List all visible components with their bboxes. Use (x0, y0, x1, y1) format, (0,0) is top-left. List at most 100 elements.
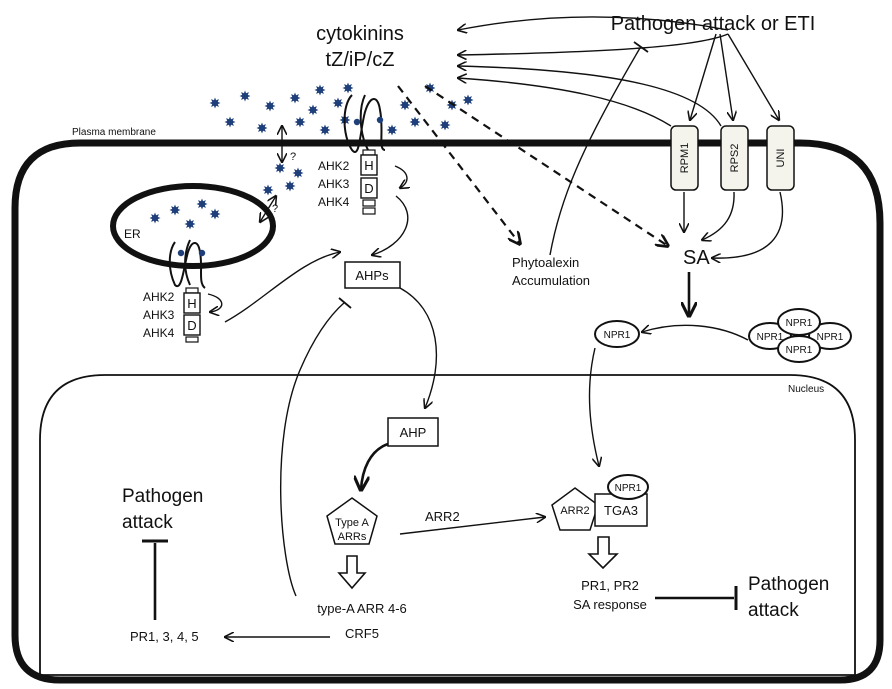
cytokinin-molecule (262, 184, 274, 196)
pathogen-left-line2: attack (122, 512, 173, 533)
ahp-label: AHP (400, 425, 427, 440)
arrow-npr1-oligomer-to-monomer (642, 324, 749, 341)
pathogen-right-line2: attack (748, 600, 799, 621)
dashed-arrow-cytokinins-to-phytoalexin (397, 85, 520, 244)
ahk-d-domain-er: D (187, 318, 196, 333)
type-a-arrs-pentagon (326, 497, 378, 545)
pathogen-left-line1: Pathogen (122, 486, 203, 507)
sa-response-label: SA response (573, 597, 647, 612)
cytokinin-molecule (462, 94, 474, 106)
r-protein-receptors (670, 125, 795, 191)
arrow-rps2-to-cytokinins (458, 66, 722, 127)
question-mark-lower: ? (272, 203, 278, 215)
uni-label: UNI (775, 149, 787, 168)
arrow-npr1-to-complex (588, 347, 599, 466)
arrow-uni-to-sa (712, 191, 784, 258)
accumulation-label: Accumulation (512, 273, 590, 288)
cytokinin-molecule (294, 116, 306, 128)
arrow-ahk-er-to-ahps (224, 252, 340, 323)
npr1-oligomer-label-left: NPR1 (757, 332, 784, 343)
npr1-monomer (594, 320, 640, 348)
arrow-ahp-to-type-a (361, 442, 389, 490)
cytokinin-molecule (256, 122, 268, 134)
ahk3-label-er: AHK3 (143, 308, 175, 322)
crf5-label: CRF5 (345, 626, 379, 641)
arrow-ahk-er-signal (207, 293, 223, 312)
npr1-complex (607, 474, 649, 500)
arrow-pathogen-to-rpm1 (690, 33, 717, 120)
arrow-transport-question-lower (260, 196, 276, 222)
nucleus-label: Nucleus (788, 384, 824, 395)
ahk2-label-er: AHK2 (143, 290, 175, 304)
cytokinin-molecule (342, 82, 354, 94)
cytokinin-molecule (332, 97, 344, 109)
block-arrow-pr-expression (587, 536, 619, 570)
rps2-label: RPS2 (729, 144, 741, 173)
ahps-label: AHPs (355, 268, 389, 283)
ahk3-label-pm: AHK3 (318, 177, 350, 191)
pathogen-right-line1: Pathogen (748, 574, 829, 595)
npr1-oligomer (748, 308, 852, 363)
arr2-complex-label: ARR2 (560, 505, 589, 517)
cytokinins-label: cytokinins (316, 23, 404, 45)
arrow-ahk-pm-signal (394, 165, 407, 188)
cytokinin-molecule (209, 97, 221, 109)
cytokinin-molecule (439, 119, 451, 131)
ahp-box (387, 417, 439, 447)
npr1-complex-label: NPR1 (615, 483, 642, 494)
dashed-arrow-cytokinins-to-sa (424, 85, 668, 246)
type-a-arr-4-6-label: type-A ARR 4-6 (317, 601, 407, 616)
tga3-label: TGA3 (604, 503, 638, 518)
cytokinin-molecule (386, 124, 398, 136)
arrow-rps2-to-sa (702, 191, 735, 240)
sa-label: SA (683, 247, 710, 269)
ahk-receptor-plasma-membrane (343, 94, 386, 215)
cytokinin-molecule (149, 212, 161, 224)
cytokinin-molecule (307, 104, 319, 116)
cytokinin-molecule (289, 92, 301, 104)
arr2-arrow-label: ARR2 (425, 509, 460, 524)
plasma-membrane-label: Plasma membrane (72, 127, 156, 138)
arrow-ahps-to-ahp (399, 287, 438, 408)
cytokinin-molecule (284, 180, 296, 192)
arrow-pathogen-to-cytokinins-1 (458, 16, 729, 30)
ahk-h-domain-er: H (187, 296, 196, 311)
arrow-pathogen-to-uni (727, 33, 779, 120)
inhibit-bar-ahps (338, 297, 352, 309)
npr1-oligomer-label-bottom: NPR1 (786, 345, 813, 356)
ahk-receptor-er (168, 239, 206, 343)
pathogen-eti-label: Pathogen attack or ETI (611, 13, 816, 35)
nucleus-envelope (39, 374, 856, 676)
ahk4-label-er: AHK4 (143, 326, 175, 340)
phytoalexin-label: Phytoalexin (512, 255, 579, 270)
inhibit-phytoalexin-to-pathogen (549, 47, 641, 256)
cytokinin-molecule (409, 116, 421, 128)
cytokinin-molecule (292, 167, 304, 179)
ahk2-label-pm: AHK2 (318, 159, 350, 173)
arrs-label: ARRs (338, 531, 367, 543)
question-mark-upper: ? (290, 151, 296, 163)
npr1-monomer-label: NPR1 (604, 330, 631, 341)
cytokinin-molecule (224, 116, 236, 128)
cytokinin-molecule (196, 198, 208, 210)
pr-genes-label: PR1, 3, 4, 5 (130, 629, 199, 644)
cytokinin-molecule (399, 99, 411, 111)
cytokinin-molecule (184, 218, 196, 230)
type-a-label: Type A (335, 517, 369, 529)
block-arrow-type-a-expression (337, 555, 367, 590)
inhibit-bar-pathogen-top (633, 41, 649, 53)
cell-membrane (11, 139, 884, 684)
arrow-pathogen-to-cytokinins-2 (458, 33, 729, 55)
cytokinin-molecule (319, 124, 331, 136)
er-label: ER (124, 227, 141, 241)
cytokinin-molecule (274, 162, 286, 174)
npr1-oligomer-label-right: NPR1 (817, 332, 844, 343)
pr1-pr2-label: PR1, PR2 (581, 578, 639, 593)
cytokinin-molecule (209, 208, 221, 220)
cytokinin-molecule (169, 204, 181, 216)
ahk-d-domain-pm: D (364, 181, 373, 196)
cytokinin-molecule (314, 84, 326, 96)
inhibit-type-a-to-ahps (280, 301, 346, 597)
arrow-arr2-to-complex (399, 517, 545, 535)
